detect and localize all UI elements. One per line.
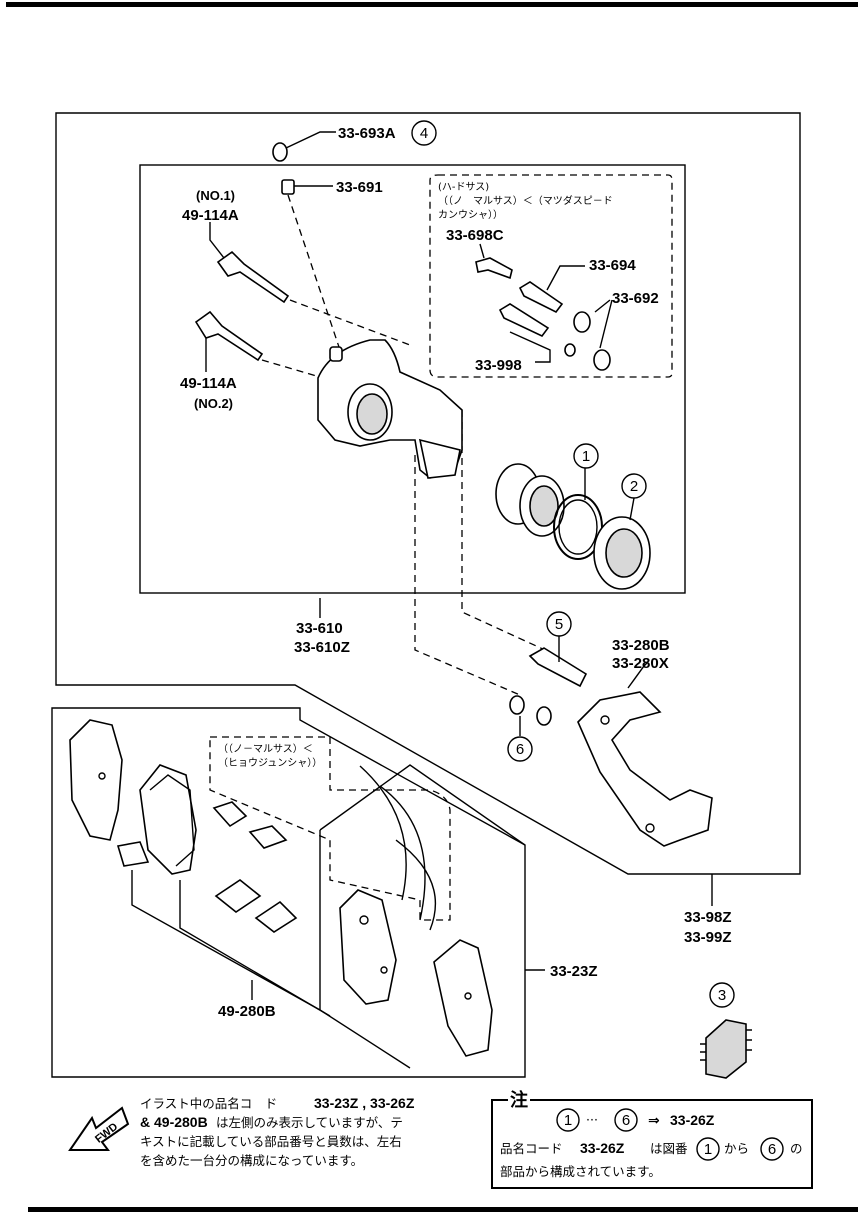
footnote-line2b: は左側のみ表示していますが、テ [216,1115,403,1130]
footnote-line1b: 33-23Z , 33-26Z [314,1095,415,1111]
assembly-line-bolt1 [289,299,411,346]
dust-boot-part [593,497,651,590]
note-text-e: の [790,1141,803,1156]
dust-cap-part [272,131,336,162]
footnote-line1a: イラスト中の品名コ ド [140,1096,277,1111]
note-callout-6-circle [760,1137,784,1161]
caliper-body-box [139,164,686,594]
fwd-arrow-label: FWD [93,1121,120,1146]
boot-33-692 [564,299,613,371]
callout-5: 5 [546,611,572,637]
normal-note-line1: （（ノ－マルサス）＜ [218,743,313,755]
note-text-a: 品名コード [500,1141,563,1156]
pad-inner-outline [319,764,526,846]
callout-3: 3 [709,982,735,1008]
callout-4: 4 [411,120,437,146]
caliper-assembly-outline [55,112,801,875]
hard-note-line2: （（ノ マルサス）＜（マツダスピ－ド [438,194,613,207]
caliper-body-part [317,339,463,479]
label-49-280B: 49-280B [218,1003,276,1020]
label-33-280B: 33-280B [612,637,670,654]
note-range-from: 1 [564,1112,572,1129]
label-no1: (NO.1) [196,188,235,203]
pad-shim-left [116,841,150,867]
note-range-to: 6 [622,1112,630,1129]
callout-2: 2 [621,473,647,499]
label-33-691: 33-691 [336,179,383,196]
bottom-rule [28,1207,858,1212]
note-range-row: 1 ··· 6 ⇒ 33-26Z [556,1108,715,1132]
brake-pad-outer-2 [433,939,493,1057]
note-target: 33-26Z [670,1112,715,1128]
shim-curve-2 [395,839,437,931]
bleeder-screw-part [281,179,333,195]
label-no2: (NO.2) [194,396,233,411]
hard-suspension-box [429,174,673,378]
pad-clip-2 [248,825,288,849]
pad-clip-4 [254,900,298,933]
label-33-23Z: 33-23Z [550,963,598,980]
shim-curve-1 [359,765,426,921]
note-callout-1-circle [696,1137,720,1161]
brake-pad-outer [69,719,123,841]
label-33-692: 33-692 [612,290,659,307]
note-callout-6: 6 [768,1141,776,1158]
label-33-98Z: 33-98Z [684,909,732,926]
label-33-280X: 33-280X [612,655,669,672]
callout-1-text: 1 [582,448,590,465]
note-callout-1: 1 [704,1141,712,1158]
label-33-610Z: 33-610Z [294,639,350,656]
label-33-693A: 33-693A [338,125,396,142]
grease-packet-part [700,1019,752,1079]
top-rule [6,2,858,7]
callout-6-text: 6 [516,741,524,758]
label-33-998: 33-998 [475,357,522,374]
fwd-arrow-icon: FWD [68,1106,130,1151]
footnote-line4: を含めた一台分の構成になっています。 [140,1153,363,1168]
hard-note-line3: カンウシャ）） [438,209,503,221]
note-title: 注 [510,1089,528,1110]
sleeve-33-998 [498,303,551,363]
normal-note-line2: （ヒョウジュンシャ）） [218,757,322,769]
sleeve-33-694 [518,265,585,314]
hard-note-line1: (ハ-ドサス) [438,181,489,193]
label-33-610: 33-610 [296,620,343,637]
guide-pin-part [528,636,588,688]
piston-part [495,463,565,537]
pad-clip-1 [212,801,248,828]
note-text-b: 33-26Z [580,1140,625,1156]
label-33-694: 33-694 [589,257,636,274]
brake-pad-inner-2 [339,889,397,1005]
label-49-114A-1: 49-114A [182,207,239,224]
note-text-c: は図番 [650,1141,688,1156]
pin-boot-part [509,695,552,736]
assembly-line-bleeder [287,194,341,351]
mounting-support-part [577,661,713,847]
callout-1: 1 [573,443,599,469]
label-33-99Z: 33-99Z [684,929,732,946]
note-arrow: ⇒ [648,1112,660,1128]
pad-kit-leader-lines [131,598,713,1017]
label-33-698C: 33-698C [446,227,504,244]
footnote-line2a: & 49-280B [140,1114,208,1130]
note-text-f: 部品から構成されています。 [500,1164,661,1179]
guide-bolt-1 [209,222,290,304]
label-49-114A-2: 49-114A [180,375,237,392]
callout-2-text: 2 [630,478,638,495]
brake-pad-inner [139,764,197,875]
sleeve-bolt-part [475,243,513,280]
callout-4-text: 4 [420,125,428,142]
piston-seal-part [553,468,603,560]
callout-3-text: 3 [718,987,726,1004]
note-range-dots: ··· [586,1112,598,1127]
assembly-line-boot [414,455,521,696]
note-text-d: から [724,1141,749,1156]
footnote-line3: キストに記載している部品番号と員数は、左右 [140,1134,402,1149]
guide-bolt-2 [194,310,264,372]
callout-5-text: 5 [555,616,563,633]
pad-clip-3 [214,879,262,913]
callout-6: 6 [507,736,533,762]
note-box [491,1099,813,1189]
